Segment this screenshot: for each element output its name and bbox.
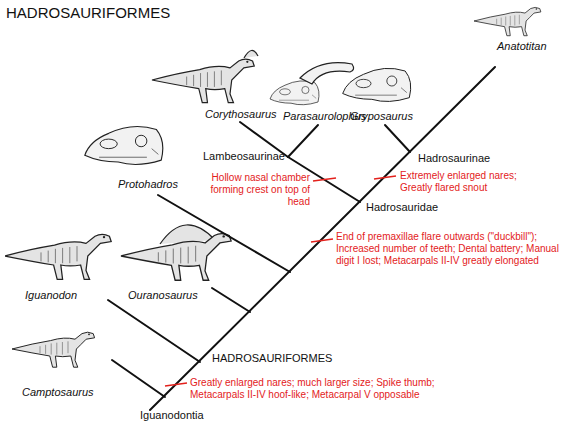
clade-name: Hadrosaurinae [418,152,490,165]
clade-name: Hadrosauridae [366,201,438,214]
taxon-name: Anatotitan [497,40,547,53]
clade-name: Iguanodontia [140,409,204,422]
synapomorphy-note: End of premaxillae flare outwards ("duck… [336,231,576,267]
synapomorphy-ticks [165,176,396,386]
synapomorphy-note: Greatly enlarged nares; much larger size… [190,377,475,401]
taxon-name: Iguanodon [25,289,77,302]
diagram-title: HADROSAURIFORMES [6,4,170,21]
taxon-name: Corythosaurus [205,108,277,121]
clade-name: HADROSAURIFORMES [212,352,332,365]
taxon-name: Protohadros [118,178,178,191]
dinosaur-illustration [5,7,541,367]
taxon-name: Camptosaurus [22,386,94,399]
taxon-name: Gryposaurus [350,110,413,123]
synapomorphy-note: Extremely enlarged nares; Greatly flared… [400,170,535,194]
clade-name: Lambeosaurinae [203,150,285,163]
taxon-name: Ouranosaurus [128,289,198,302]
synapomorphy-note: Hollow nasal chamber forming crest on to… [192,172,310,208]
